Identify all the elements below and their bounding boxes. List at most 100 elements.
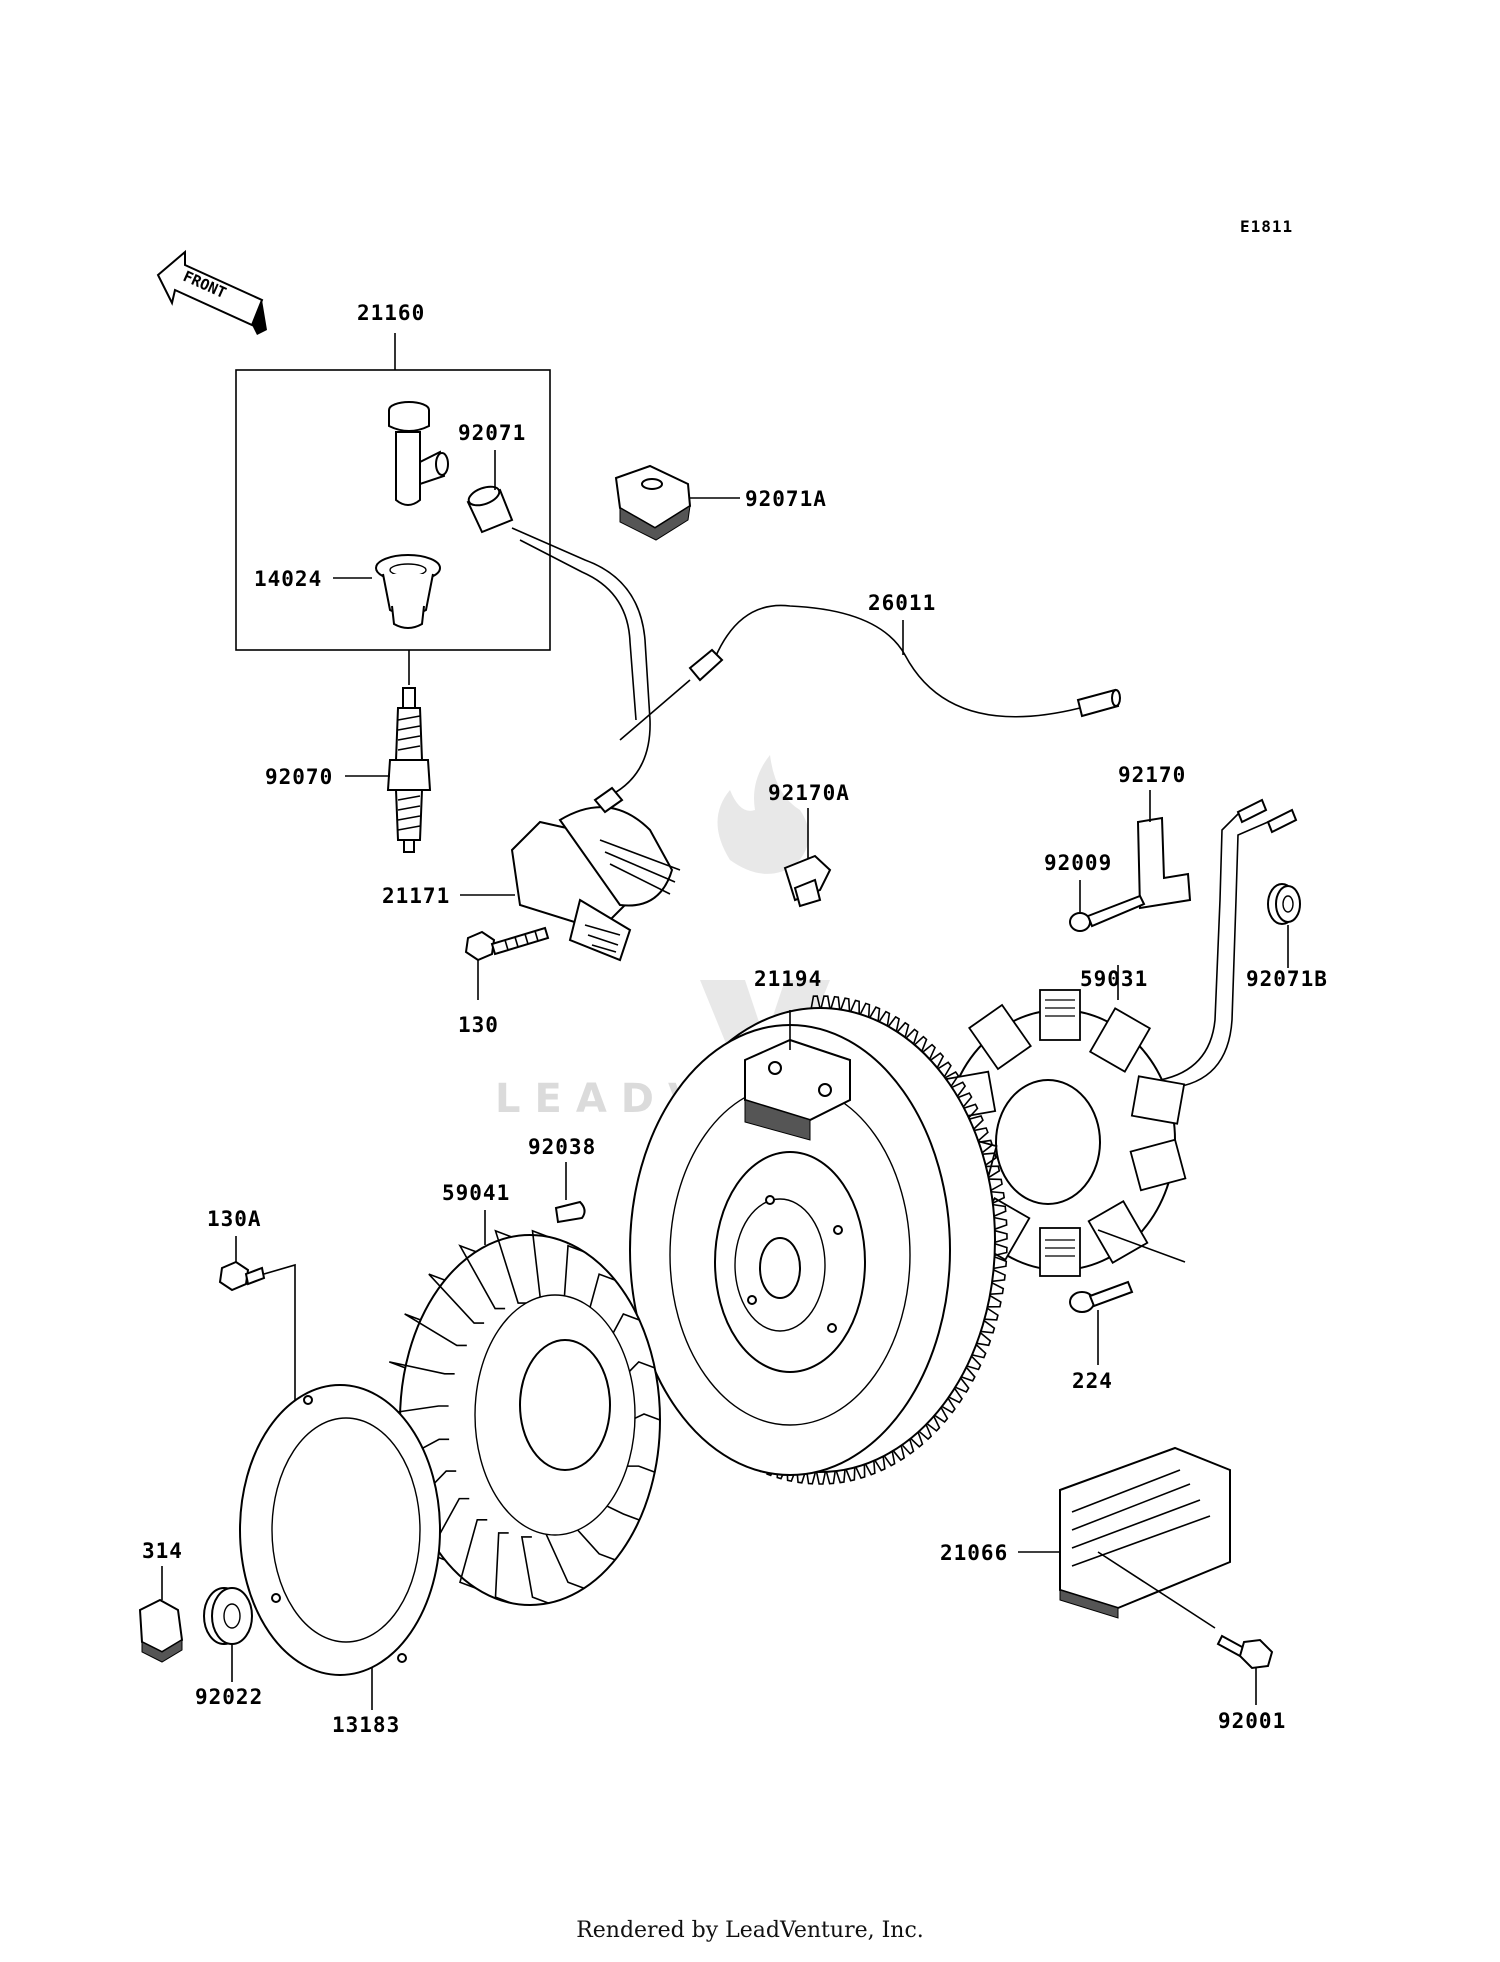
gear-tooth	[992, 1203, 1007, 1217]
bolt-130-icon	[464, 926, 550, 1000]
part-label-130[interactable]: 130	[458, 1013, 499, 1037]
gear-tooth	[963, 1103, 979, 1119]
fan-blade	[494, 1532, 512, 1604]
gear-tooth	[957, 1092, 973, 1108]
part-label-13183[interactable]: 13183	[332, 1713, 400, 1737]
fan-blade	[459, 1519, 488, 1590]
boot-92071-icon	[466, 450, 514, 534]
gear-tooth	[984, 1307, 999, 1321]
fan-blades	[383, 1229, 661, 1604]
part-label-92071b[interactable]: 92071B	[1246, 967, 1328, 991]
gear-tooth	[883, 1451, 896, 1467]
part-label-130a[interactable]: 130A	[207, 1207, 262, 1231]
gear-tooth	[864, 1460, 876, 1476]
gear-tooth	[948, 1387, 963, 1404]
gear-tooth	[878, 1010, 891, 1027]
plug-cap-icon	[388, 401, 449, 506]
nut-314-icon	[138, 1566, 184, 1663]
part-label-92001[interactable]: 92001	[1218, 1709, 1286, 1733]
stator-wires-icon	[1159, 798, 1298, 1089]
gear-tooth	[976, 1332, 992, 1347]
part-label-21171[interactable]: 21171	[382, 884, 450, 908]
part-label-314[interactable]: 314	[142, 1539, 183, 1563]
gear-tooth	[985, 1165, 1001, 1179]
part-label-21160[interactable]: 21160	[357, 301, 425, 325]
gear-tooth	[874, 1456, 886, 1472]
gear-tooth	[993, 1256, 1008, 1270]
gear-tooth	[805, 1471, 817, 1485]
gear-tooth	[992, 1269, 1006, 1283]
part-label-92170a[interactable]: 92170A	[768, 781, 850, 805]
gear-tooth	[810, 995, 821, 1009]
grommet-92071b-icon	[1267, 883, 1301, 968]
part-label-92070[interactable]: 92070	[265, 765, 333, 789]
front-arrow-icon: FRONT	[156, 249, 267, 335]
gear-tooth	[918, 1424, 933, 1441]
part-label-59041[interactable]: 59041	[442, 1181, 510, 1205]
fan-blade	[520, 1536, 549, 1604]
clamp-92170a-icon	[783, 808, 832, 908]
fan-blade	[388, 1361, 455, 1375]
regulator-21066-icon	[1018, 1446, 1231, 1629]
gear-tooth	[987, 1294, 1002, 1308]
seal-14024-icon	[333, 554, 441, 629]
gear-tooth	[969, 1115, 984, 1130]
gear-tooth	[934, 1407, 949, 1424]
part-label-92071a[interactable]: 92071A	[745, 487, 827, 511]
gear-tooth	[830, 995, 841, 1010]
gear-tooth	[990, 1282, 1005, 1295]
gear-tooth	[914, 1035, 928, 1052]
gear-tooth	[910, 1431, 924, 1448]
part-label-92022[interactable]: 92022	[195, 1685, 263, 1709]
gear-tooth	[845, 1467, 856, 1482]
part-label-21194[interactable]: 21194	[754, 967, 822, 991]
gear-tooth	[869, 1006, 881, 1022]
ring-gear-teeth	[746, 995, 1008, 1485]
gear-tooth	[966, 1355, 982, 1371]
gear-tooth	[974, 1127, 989, 1142]
part-label-21066[interactable]: 21066	[940, 1541, 1008, 1565]
gear-tooth	[944, 1071, 960, 1087]
gear-tooth	[980, 1319, 996, 1334]
gear-tooth	[820, 995, 831, 1009]
screw-92009-icon	[1069, 880, 1146, 932]
part-label-92038[interactable]: 92038	[528, 1135, 596, 1159]
gear-tooth	[859, 1002, 871, 1018]
washer-92022-icon	[203, 1587, 253, 1682]
part-labels: 21160 92071 92071A 14024 26011 92070 921…	[142, 301, 1328, 1737]
part-label-224[interactable]: 224	[1072, 1369, 1113, 1393]
ht-lead-icon	[511, 527, 651, 801]
part-label-92009[interactable]: 92009	[1044, 851, 1112, 875]
gear-tooth	[840, 997, 851, 1012]
gear-tooth	[951, 1081, 967, 1097]
gear-tooth	[994, 1216, 1008, 1230]
kit-21160-box	[235, 333, 551, 651]
gear-tooth	[982, 1152, 997, 1166]
gear-tooth	[901, 1438, 915, 1455]
gear-tooth	[961, 1366, 976, 1382]
gear-tooth	[994, 1243, 1008, 1257]
gear-tooth	[937, 1061, 952, 1078]
fan-blade	[428, 1273, 485, 1324]
gear-tooth	[978, 1139, 994, 1154]
gear-tooth	[994, 1229, 1008, 1244]
watermark-v-icon	[700, 980, 830, 1090]
part-label-92170[interactable]: 92170	[1118, 763, 1186, 787]
part-label-14024[interactable]: 14024	[254, 567, 322, 591]
part-label-26011[interactable]: 26011	[868, 591, 936, 615]
part-label-92071[interactable]: 92071	[458, 421, 526, 445]
gear-tooth	[930, 1052, 945, 1069]
gear-tooth	[971, 1344, 987, 1359]
part-label-59031[interactable]: 59031	[1080, 967, 1148, 991]
gear-tooth	[926, 1415, 941, 1432]
gear-tooth	[835, 1469, 846, 1484]
ignition-coil-icon	[460, 786, 681, 962]
key-92038-icon	[554, 1162, 586, 1224]
plate-13183-icon	[239, 1384, 441, 1710]
gear-tooth	[922, 1043, 936, 1060]
gear-tooth	[796, 1469, 807, 1484]
footer-credit: Rendered by LeadVenture, Inc.	[576, 1918, 924, 1943]
flywheel-21194-icon	[629, 995, 1008, 1485]
gear-tooth	[825, 1471, 836, 1485]
